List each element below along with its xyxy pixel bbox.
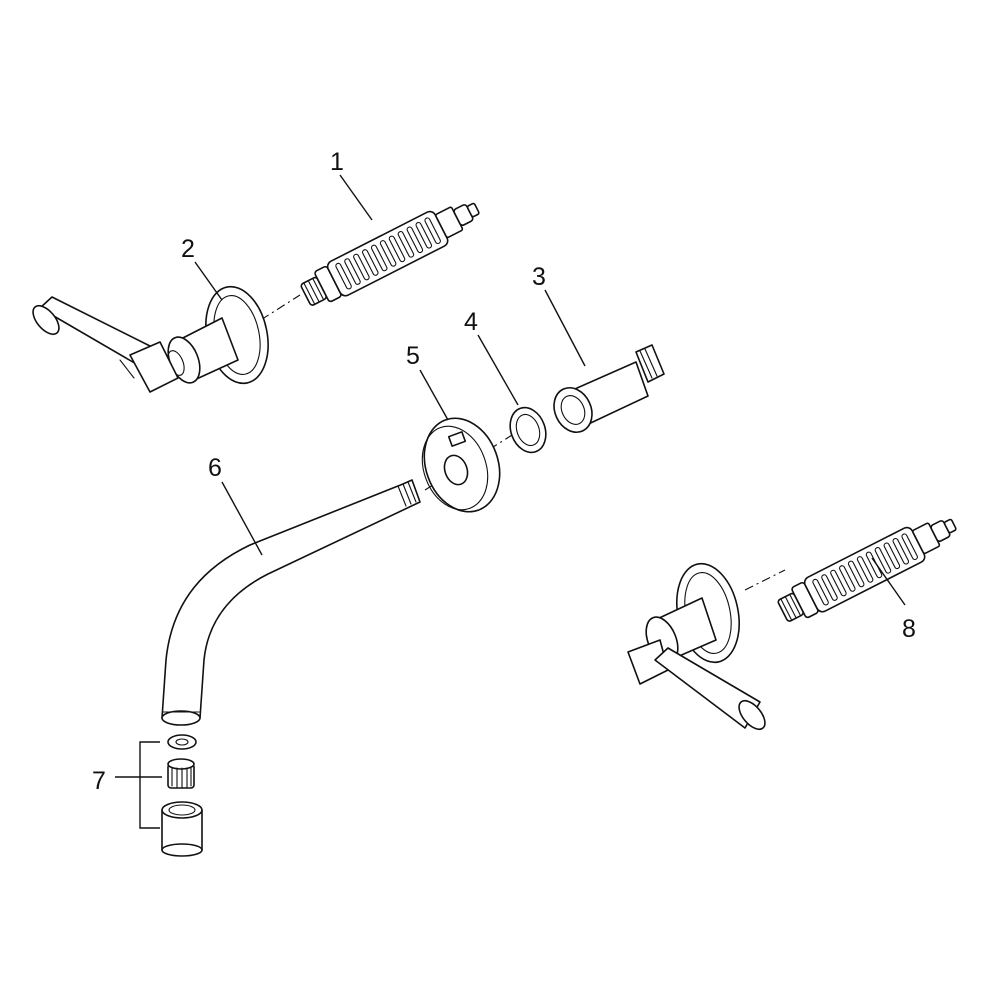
part-4-oring bbox=[509, 406, 547, 454]
callout-7: 7 bbox=[92, 767, 106, 795]
part-1-cartridge bbox=[300, 202, 480, 306]
callout-numbers: 1 2 3 4 5 6 7 8 bbox=[92, 148, 916, 795]
part-8-cartridge bbox=[777, 518, 957, 622]
cartridge-8-slots bbox=[812, 533, 918, 606]
callout-8: 8 bbox=[902, 615, 916, 643]
part-2-handle bbox=[32, 285, 269, 393]
right-handle bbox=[627, 562, 766, 731]
callout-3: 3 bbox=[532, 263, 546, 291]
leader-lines bbox=[194, 174, 906, 606]
callout-6: 6 bbox=[208, 454, 222, 482]
cartridge-1-slots bbox=[335, 217, 441, 290]
callout-2: 2 bbox=[181, 235, 195, 263]
callout-5: 5 bbox=[406, 342, 420, 370]
part-6-spout bbox=[161, 479, 421, 726]
part-7-aerator bbox=[115, 734, 203, 857]
part-5-escutcheon bbox=[421, 417, 501, 513]
callout-1: 1 bbox=[330, 148, 344, 176]
callout-4: 4 bbox=[464, 308, 478, 336]
part-3-sleeve bbox=[553, 344, 665, 433]
center-lines bbox=[244, 294, 786, 591]
